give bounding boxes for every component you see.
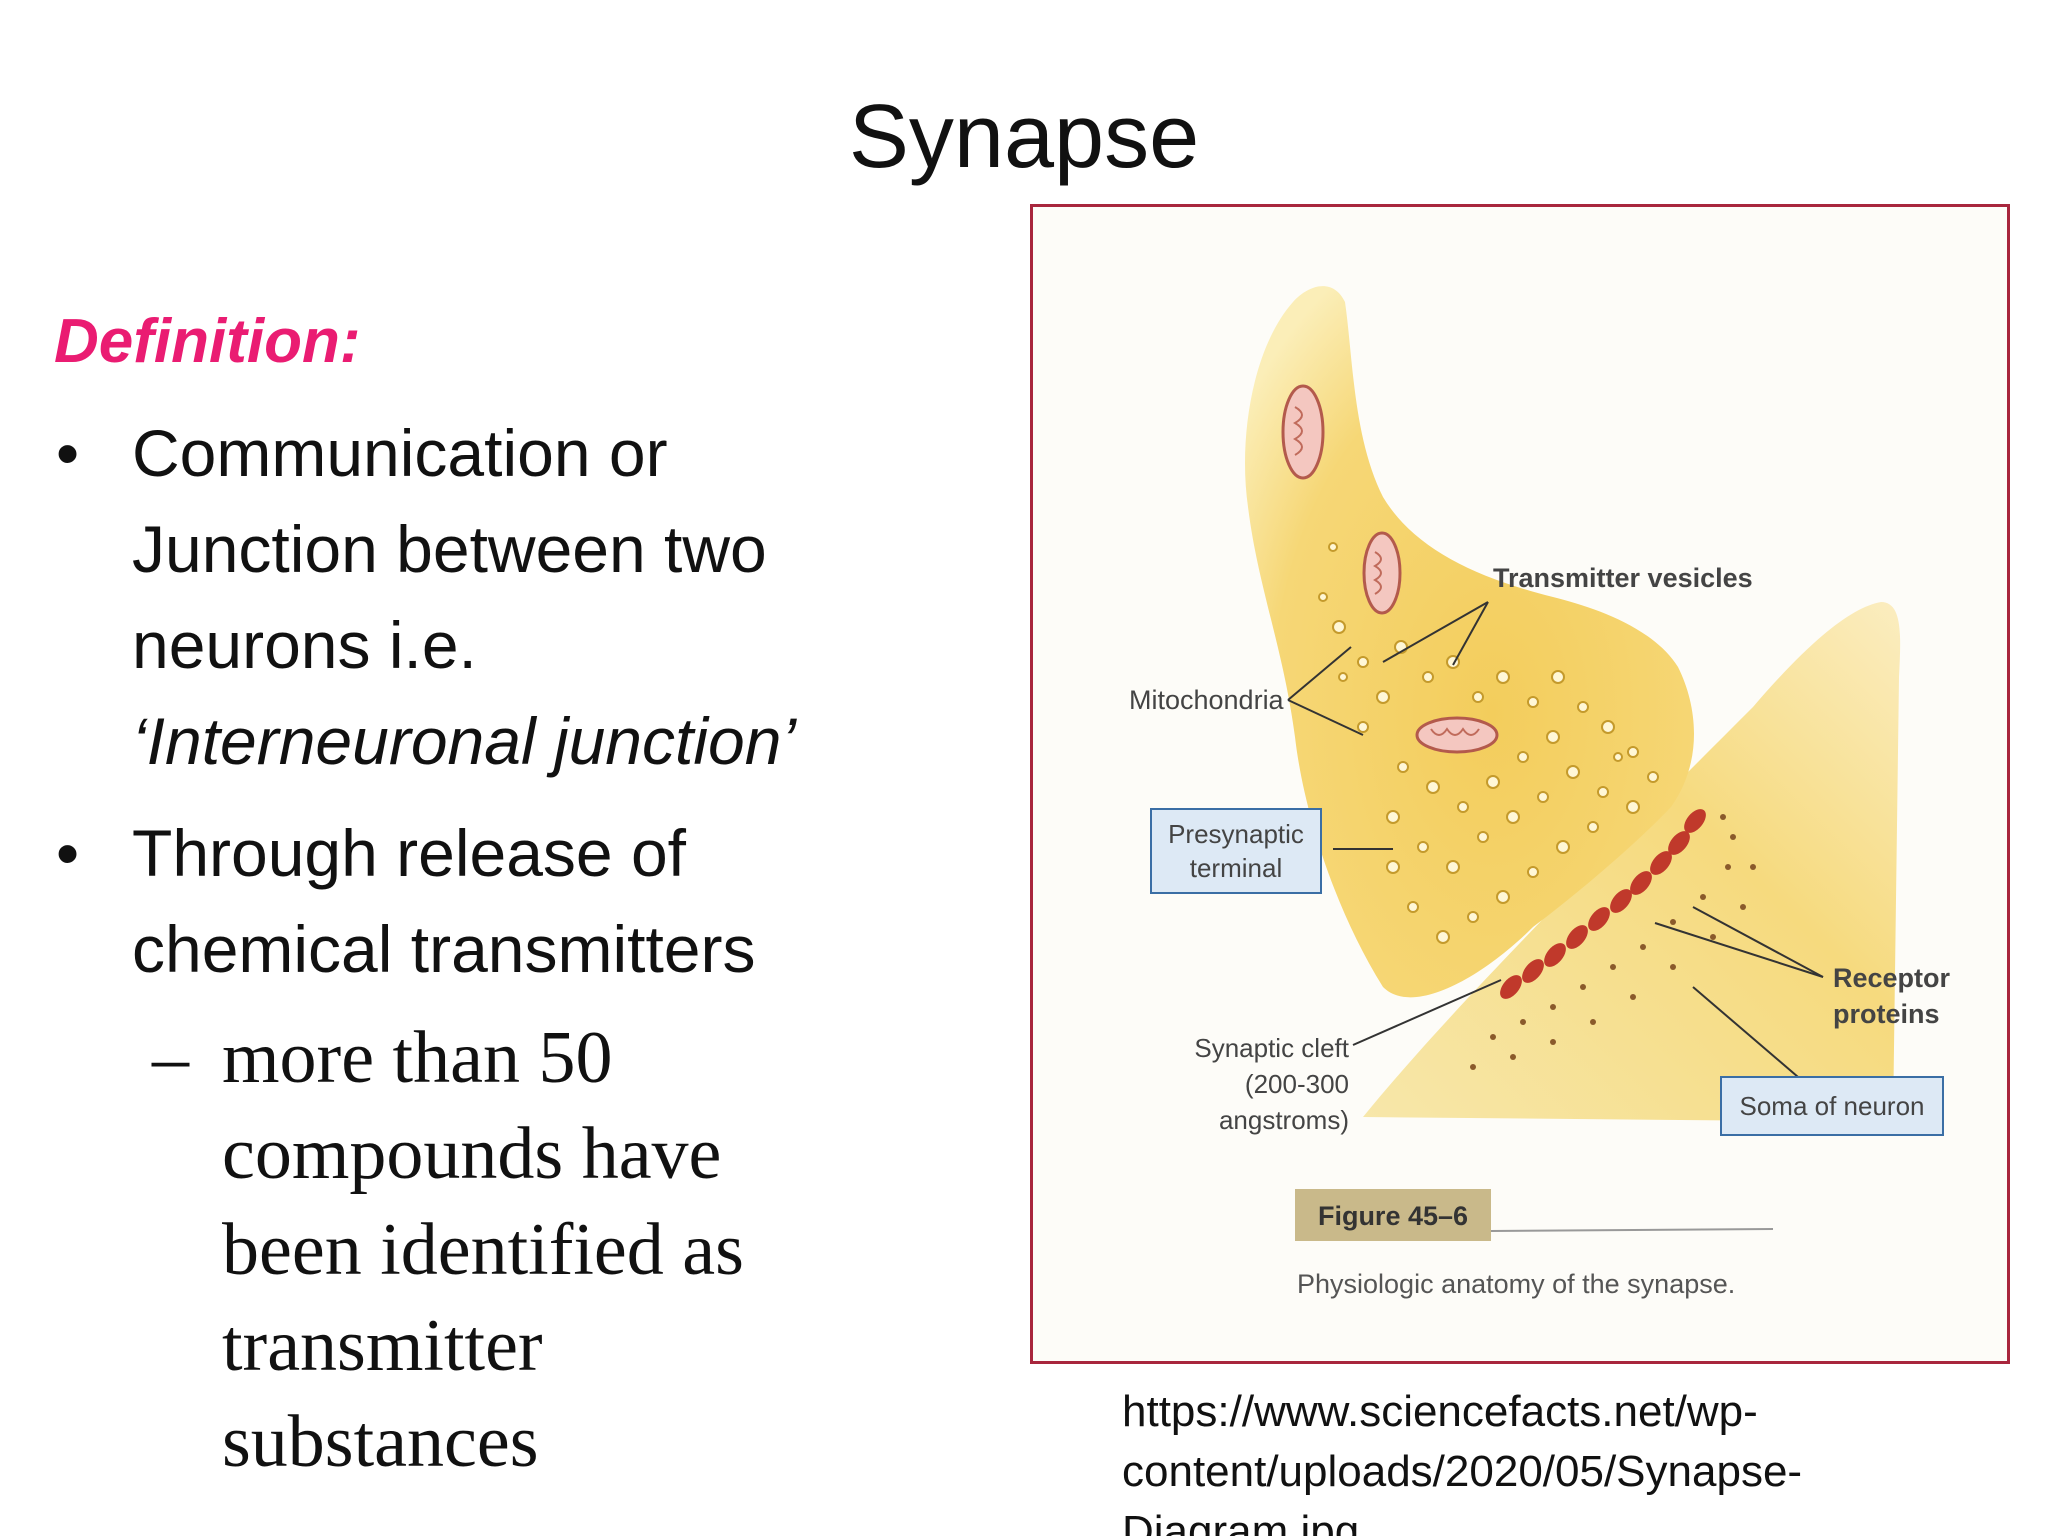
label-synaptic-cleft-2: (200-300 bbox=[1245, 1069, 1349, 1099]
bullet-line: Junction between two bbox=[132, 512, 767, 586]
presynaptic-terminal-shape bbox=[1245, 286, 1695, 998]
label-transmitter-vesicles: Transmitter vesicles bbox=[1493, 563, 1753, 593]
sub-bullet-line: compounds have bbox=[222, 1113, 722, 1195]
bullet-line: neurons i.e. bbox=[132, 608, 477, 682]
label-receptor-1: Receptor bbox=[1833, 963, 1951, 993]
label-presynaptic-2: terminal bbox=[1190, 853, 1282, 883]
label-synaptic-cleft-3: angstroms) bbox=[1219, 1105, 1349, 1135]
synapse-diagram: Transmitter vesicles Mitochondria Presyn… bbox=[1129, 286, 1951, 1299]
sub-bullet-line: substances bbox=[222, 1401, 539, 1483]
label-synaptic-cleft-1: Synaptic cleft bbox=[1194, 1033, 1349, 1063]
definition-heading: Definition: bbox=[54, 307, 361, 376]
source-url-line: Diagram.jpg bbox=[1122, 1507, 1360, 1536]
sub-bullet-line: more than 50 bbox=[222, 1017, 613, 1099]
bullet-line: chemical transmitters bbox=[132, 912, 756, 986]
presynaptic-label-box bbox=[1150, 808, 1322, 894]
soma-shape bbox=[1363, 602, 1901, 1122]
bullet-line: Communication or bbox=[132, 416, 668, 490]
figure-number: Figure 45–6 bbox=[1318, 1201, 1468, 1231]
sub-bullet-line: transmitter bbox=[222, 1305, 543, 1387]
source-url-line: https://www.sciencefacts.net/wp- bbox=[1122, 1387, 1758, 1436]
source-url: https://www.sciencefacts.net/wp- content… bbox=[1122, 1382, 2022, 1536]
label-receptor-2: proteins bbox=[1833, 999, 1940, 1029]
synapse-figure: Transmitter vesicles Mitochondria Presyn… bbox=[1030, 204, 2010, 1364]
bullet-line-italic: ‘Interneuronal junction’ bbox=[132, 704, 797, 778]
label-mitochondria: Mitochondria bbox=[1129, 685, 1285, 715]
figure-number-box bbox=[1295, 1189, 1491, 1241]
label-presynaptic-1: Presynaptic bbox=[1168, 819, 1304, 849]
transmitter-vesicles bbox=[1318, 542, 1659, 944]
bullet-line: Through release of bbox=[132, 816, 687, 890]
sub-bullet-dash: – bbox=[152, 1017, 189, 1099]
label-soma: Soma of neuron bbox=[1739, 1091, 1924, 1121]
bullet-dot: • bbox=[56, 816, 80, 890]
figure-caption: Physiologic anatomy of the synapse. bbox=[1297, 1269, 1735, 1299]
bullet-dot: • bbox=[56, 416, 80, 490]
source-url-line: content/uploads/2020/05/Synapse- bbox=[1122, 1447, 1803, 1496]
sub-bullet-line: been identified as bbox=[222, 1209, 744, 1291]
slide-title: Synapse bbox=[848, 87, 1200, 187]
soma-label-box bbox=[1720, 1076, 1944, 1136]
receptor-proteins bbox=[1500, 809, 1706, 999]
